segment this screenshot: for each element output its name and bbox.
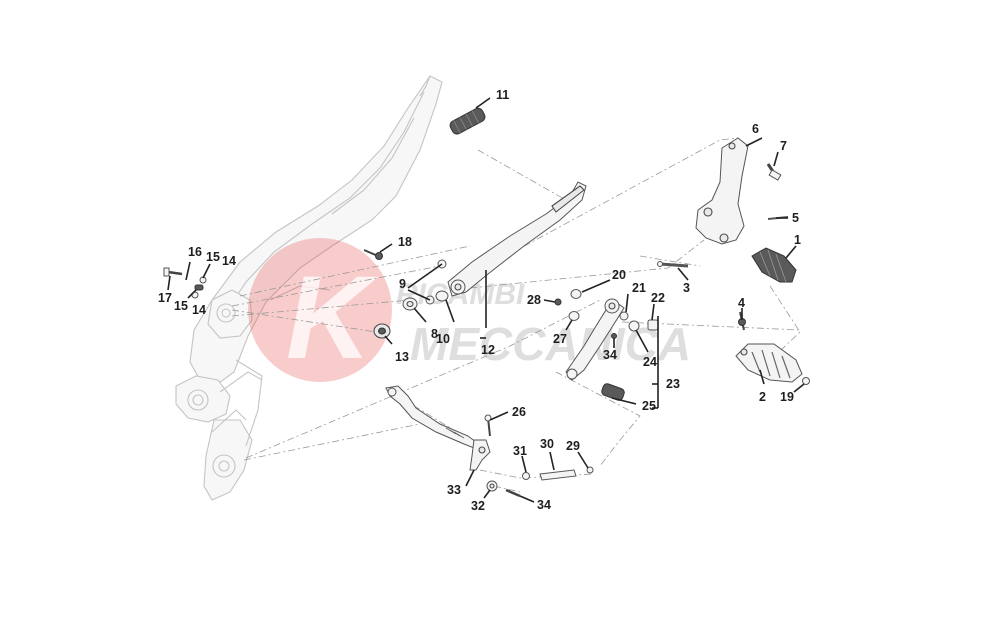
callout-22: 22 <box>651 291 665 305</box>
part-bush-24 <box>628 320 640 332</box>
part-rod-end-32 <box>486 480 498 492</box>
part-bracket-6 <box>695 137 749 245</box>
callout-26: 26 <box>512 405 526 419</box>
callout-28: 28 <box>527 293 541 307</box>
callout-18: 18 <box>398 235 412 249</box>
callout-13: 13 <box>395 350 409 364</box>
callout-5: 5 <box>792 211 799 225</box>
part-bolt-34b <box>505 488 521 498</box>
part-brake-lever <box>447 181 587 297</box>
part-bolt-28 <box>554 298 562 306</box>
callout-27: 27 <box>553 332 567 346</box>
callout-34a: 34 <box>603 348 617 362</box>
callout-30: 30 <box>540 437 554 451</box>
watermark: K RICAMBI MECCANICA <box>248 238 691 384</box>
part-spring-4 <box>738 311 746 331</box>
callout-16: 16 <box>188 245 202 259</box>
callouts: 1 2 3 4 5 6 7 8 9 10 11 12 13 14 14 15 1… <box>158 88 801 513</box>
part-bolt-34a <box>611 333 617 339</box>
callout-29: 29 <box>566 439 580 453</box>
callout-10: 10 <box>436 332 450 346</box>
part-bolt-7 <box>766 163 782 181</box>
callout-4: 4 <box>738 296 745 310</box>
part-shift-rod <box>385 385 477 449</box>
part-washer-21 <box>619 311 629 321</box>
callout-32: 32 <box>471 499 485 513</box>
part-bolt-22 <box>647 319 659 331</box>
part-bush-27 <box>568 311 580 321</box>
callout-17: 17 <box>158 291 172 305</box>
callout-6: 6 <box>752 122 759 136</box>
callout-33: 33 <box>447 483 461 497</box>
callout-24: 24 <box>643 355 657 369</box>
callout-3: 3 <box>683 281 690 295</box>
watermark-logo-circle <box>248 238 392 382</box>
callout-1: 1 <box>794 233 801 247</box>
callout-9: 9 <box>399 277 406 291</box>
callout-15a: 15 <box>206 250 220 264</box>
part-screw-18 <box>363 249 383 260</box>
part-pin-3 <box>657 261 689 268</box>
part-washer-20 <box>570 289 582 299</box>
part-rod-end-33 <box>469 439 491 471</box>
part-bolt-17 <box>163 267 183 277</box>
part-nut-31 <box>522 472 530 480</box>
callout-8: 8 <box>431 327 438 341</box>
callout-23: 23 <box>666 377 680 391</box>
part-nut-29 <box>586 466 594 474</box>
callout-12: 12 <box>481 343 495 357</box>
callout-25: 25 <box>642 399 656 413</box>
part-shift-rubber <box>601 383 625 401</box>
callout-15b: 15 <box>174 299 188 313</box>
part-bolt-19 <box>802 377 810 385</box>
callout-31: 31 <box>513 444 527 458</box>
parts <box>163 107 810 498</box>
part-rubber-insert <box>449 107 486 135</box>
part-bolt-26 <box>484 414 492 437</box>
part-rod-30 <box>539 469 577 481</box>
frame-ghost <box>175 75 443 501</box>
part-footpeg-rubber <box>751 247 797 283</box>
callout-7: 7 <box>780 139 787 153</box>
part-nut-13 <box>373 323 391 339</box>
callout-11: 11 <box>496 88 509 102</box>
part-shift-lever <box>565 298 625 381</box>
watermark-logo-letter: K <box>286 252 379 384</box>
callout-14a: 14 <box>222 254 236 268</box>
leader-lines <box>167 97 805 503</box>
callout-34b: 34 <box>537 498 551 512</box>
callout-14b: 14 <box>192 303 206 317</box>
part-bush-15 <box>194 284 204 291</box>
part-washer-8 <box>402 297 418 311</box>
callout-20: 20 <box>612 268 626 282</box>
callout-2: 2 <box>759 390 766 404</box>
callout-21: 21 <box>632 281 646 295</box>
callout-19: 19 <box>780 390 794 404</box>
part-footpeg <box>735 343 803 383</box>
part-spacer-10 <box>435 290 449 302</box>
